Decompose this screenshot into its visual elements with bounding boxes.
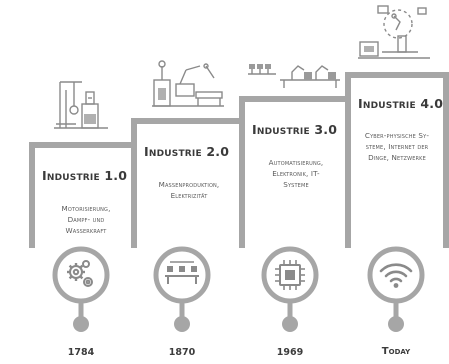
gears-icon — [67, 260, 93, 287]
conveyor-icon — [165, 261, 199, 284]
stage-3-title: Industrie 3.0 — [252, 122, 338, 137]
stage-1-line-3: Wasserkraft — [65, 226, 107, 235]
stage-4-year: Today — [381, 346, 411, 357]
stage-4-title: Industrie 4.0 — [358, 96, 444, 111]
stage-1-year: 1784 — [67, 347, 95, 358]
stage-3-year: 1969 — [276, 347, 304, 358]
stage-1-line-2: Dampf- und — [67, 215, 105, 224]
stage-1-box: Industrie 1.0 Motorisierung, Dampf- und … — [29, 142, 137, 248]
stage-4-box: Industrie 4.0 Cyber-physische Sy- steme,… — [345, 72, 449, 248]
stage-4-line-3: Dinge, Netzwerke — [368, 153, 426, 162]
stage-2-year: 1870 — [168, 347, 196, 358]
stage-4-line-1: Cyber-physische Sy- — [364, 131, 430, 140]
stage-3-line-3: Systeme — [283, 180, 309, 189]
stage-2-line-2: Elektrizität — [170, 191, 208, 200]
robot-line-illustration — [248, 64, 340, 88]
stage-2-box: Industrie 2.0 Massenproduktion, Elektriz… — [131, 118, 241, 248]
cyber-physical-illustration — [358, 5, 430, 59]
stage-3-line-2: Elektronik, IT- — [272, 169, 320, 178]
chip-icon — [275, 260, 305, 290]
stage-3-box: Industrie 3.0 Automatisierung, Elektroni… — [239, 96, 347, 248]
stage-4-line-2: steme, Internet der — [365, 142, 429, 151]
stage-1-title: Industrie 1.0 — [42, 168, 128, 183]
assembly-line-illustration — [152, 60, 224, 107]
stage-2-title: Industrie 2.0 — [144, 144, 230, 159]
stage-3-line-1: Automatisierung, — [268, 158, 324, 167]
steam-engine-illustration — [54, 81, 108, 129]
wifi-icon — [379, 263, 413, 288]
stage-2-line-1: Massenproduktion, — [158, 180, 220, 189]
stage-1-line-1: Motorisierung, — [61, 204, 111, 213]
